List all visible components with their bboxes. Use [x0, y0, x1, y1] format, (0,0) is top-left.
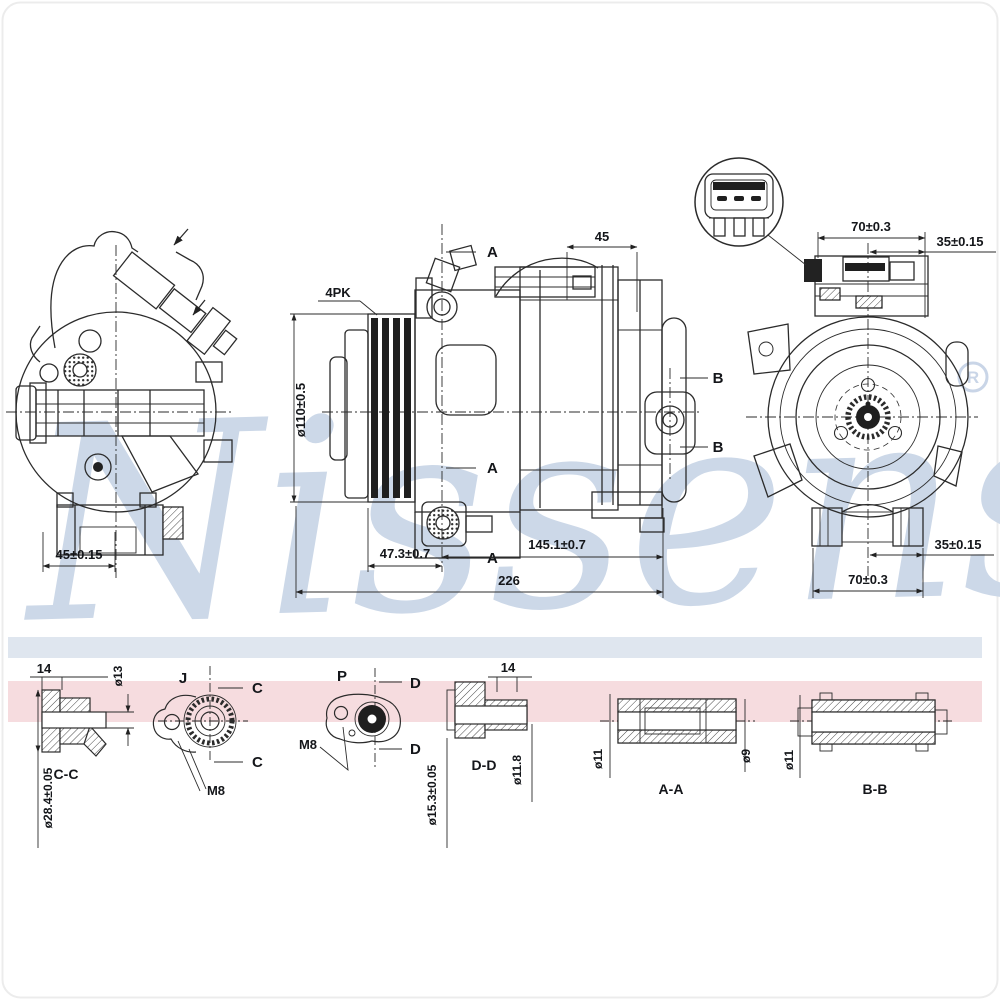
port-j-thread: M8: [207, 783, 225, 798]
section-marker-b-bottom: B: [713, 439, 724, 456]
rear-foot-dimension: 45±0.15: [42, 532, 116, 572]
section-marker-a-bottom: A: [487, 550, 498, 567]
section-c-c: 14 ø13 ø28.4±0.05 C-C: [30, 661, 134, 848]
dim-mount-span: 145.1±0.7: [528, 537, 586, 552]
section-b-b: ø11 B-B: [782, 692, 952, 797]
dim-cc-bore: ø13: [111, 665, 125, 686]
view-arrow-icon: [192, 299, 206, 316]
dim-dd-length: 14: [501, 660, 516, 675]
front-bottom-span-dimension: 70±0.3: [812, 548, 924, 598]
section-cc-label: C-C: [54, 766, 79, 782]
dim-dd-outer: ø15.3±0.05: [425, 764, 439, 825]
section-a-a: ø11 ø9 A-A: [591, 694, 755, 797]
dim-cc-length: 14: [37, 661, 52, 676]
dim-bb-outer: ø11: [782, 750, 796, 770]
dim-aa-inner: ø9: [739, 749, 753, 763]
dim-bottom-span: 70±0.3: [848, 572, 888, 587]
section-marker-a-mid: A: [487, 460, 498, 477]
dim-cc-flange: ø28.4±0.05: [41, 767, 55, 828]
connector-detail: [694, 157, 807, 266]
section-marker-d-bottom: D: [410, 741, 421, 758]
pulley-diameter-dimension: ø110±0.5: [290, 313, 368, 503]
section-marker-c-bottom: C: [252, 754, 263, 771]
dim-pulley-depth: 47.3±0.7: [380, 546, 431, 561]
front-view: 70±0.3 35±0.15 35±0.15 70±0.3: [746, 219, 996, 598]
port-p-label: P: [337, 668, 347, 685]
front-top-offset-dimension: 35±0.15: [869, 234, 996, 255]
belt-type-label: 4PK: [325, 285, 351, 300]
section-aa-label: A-A: [659, 781, 684, 797]
port-p: P M8 D D: [299, 668, 421, 772]
dim-pulley-diameter: ø110±0.5: [293, 383, 308, 437]
dim-bottom-offset: 35±0.15: [935, 537, 982, 552]
mount-span-dimension: 145.1±0.7: [441, 508, 664, 598]
dim-overall-length: 226: [498, 573, 520, 588]
front-bottom-offset-dimension: 35±0.15: [869, 537, 994, 558]
port-p-thread: M8: [299, 737, 317, 752]
port-j: J M8 C C: [152, 666, 263, 798]
belt-grooves: [371, 318, 411, 498]
section-marker-b-top: B: [713, 370, 724, 387]
pulley-depth-dimension: 47.3±0.7: [367, 508, 443, 572]
registered-letter: R: [967, 368, 979, 387]
port-j-label: J: [179, 670, 187, 687]
blue-band: [8, 637, 982, 658]
section-d-d: 14 ø15.3±0.05 ø11.8 D-D: [425, 660, 533, 848]
dim-top-span: 70±0.3: [851, 219, 891, 234]
belt-type-callout: 4PK: [318, 285, 378, 316]
front-top-span-dimension: 70±0.3: [817, 219, 926, 318]
section-marker-d-top: D: [410, 675, 421, 692]
dim-foot-width: 45±0.15: [56, 547, 103, 562]
dim-dd-inner: ø11.8: [510, 755, 524, 785]
connector-pins-icon: [717, 196, 761, 201]
view-arrow-icon: [173, 228, 189, 246]
section-marker-c-top: C: [252, 680, 263, 697]
dim-top-offset: 35±0.15: [937, 234, 984, 249]
dim-aa-outer: ø11: [591, 749, 605, 769]
side-view: B B A A A 4PK ø110±0.5 45: [290, 224, 724, 598]
rear-view: 45±0.15: [6, 228, 238, 578]
overall-length-dimension: 226: [295, 506, 664, 598]
section-marker-a-top: A: [487, 244, 498, 261]
section-bb-label: B-B: [863, 781, 888, 797]
section-dd-label: D-D: [472, 757, 497, 773]
top-offset-dimension: 45: [566, 229, 638, 312]
dim-top-offset: 45: [595, 229, 609, 244]
